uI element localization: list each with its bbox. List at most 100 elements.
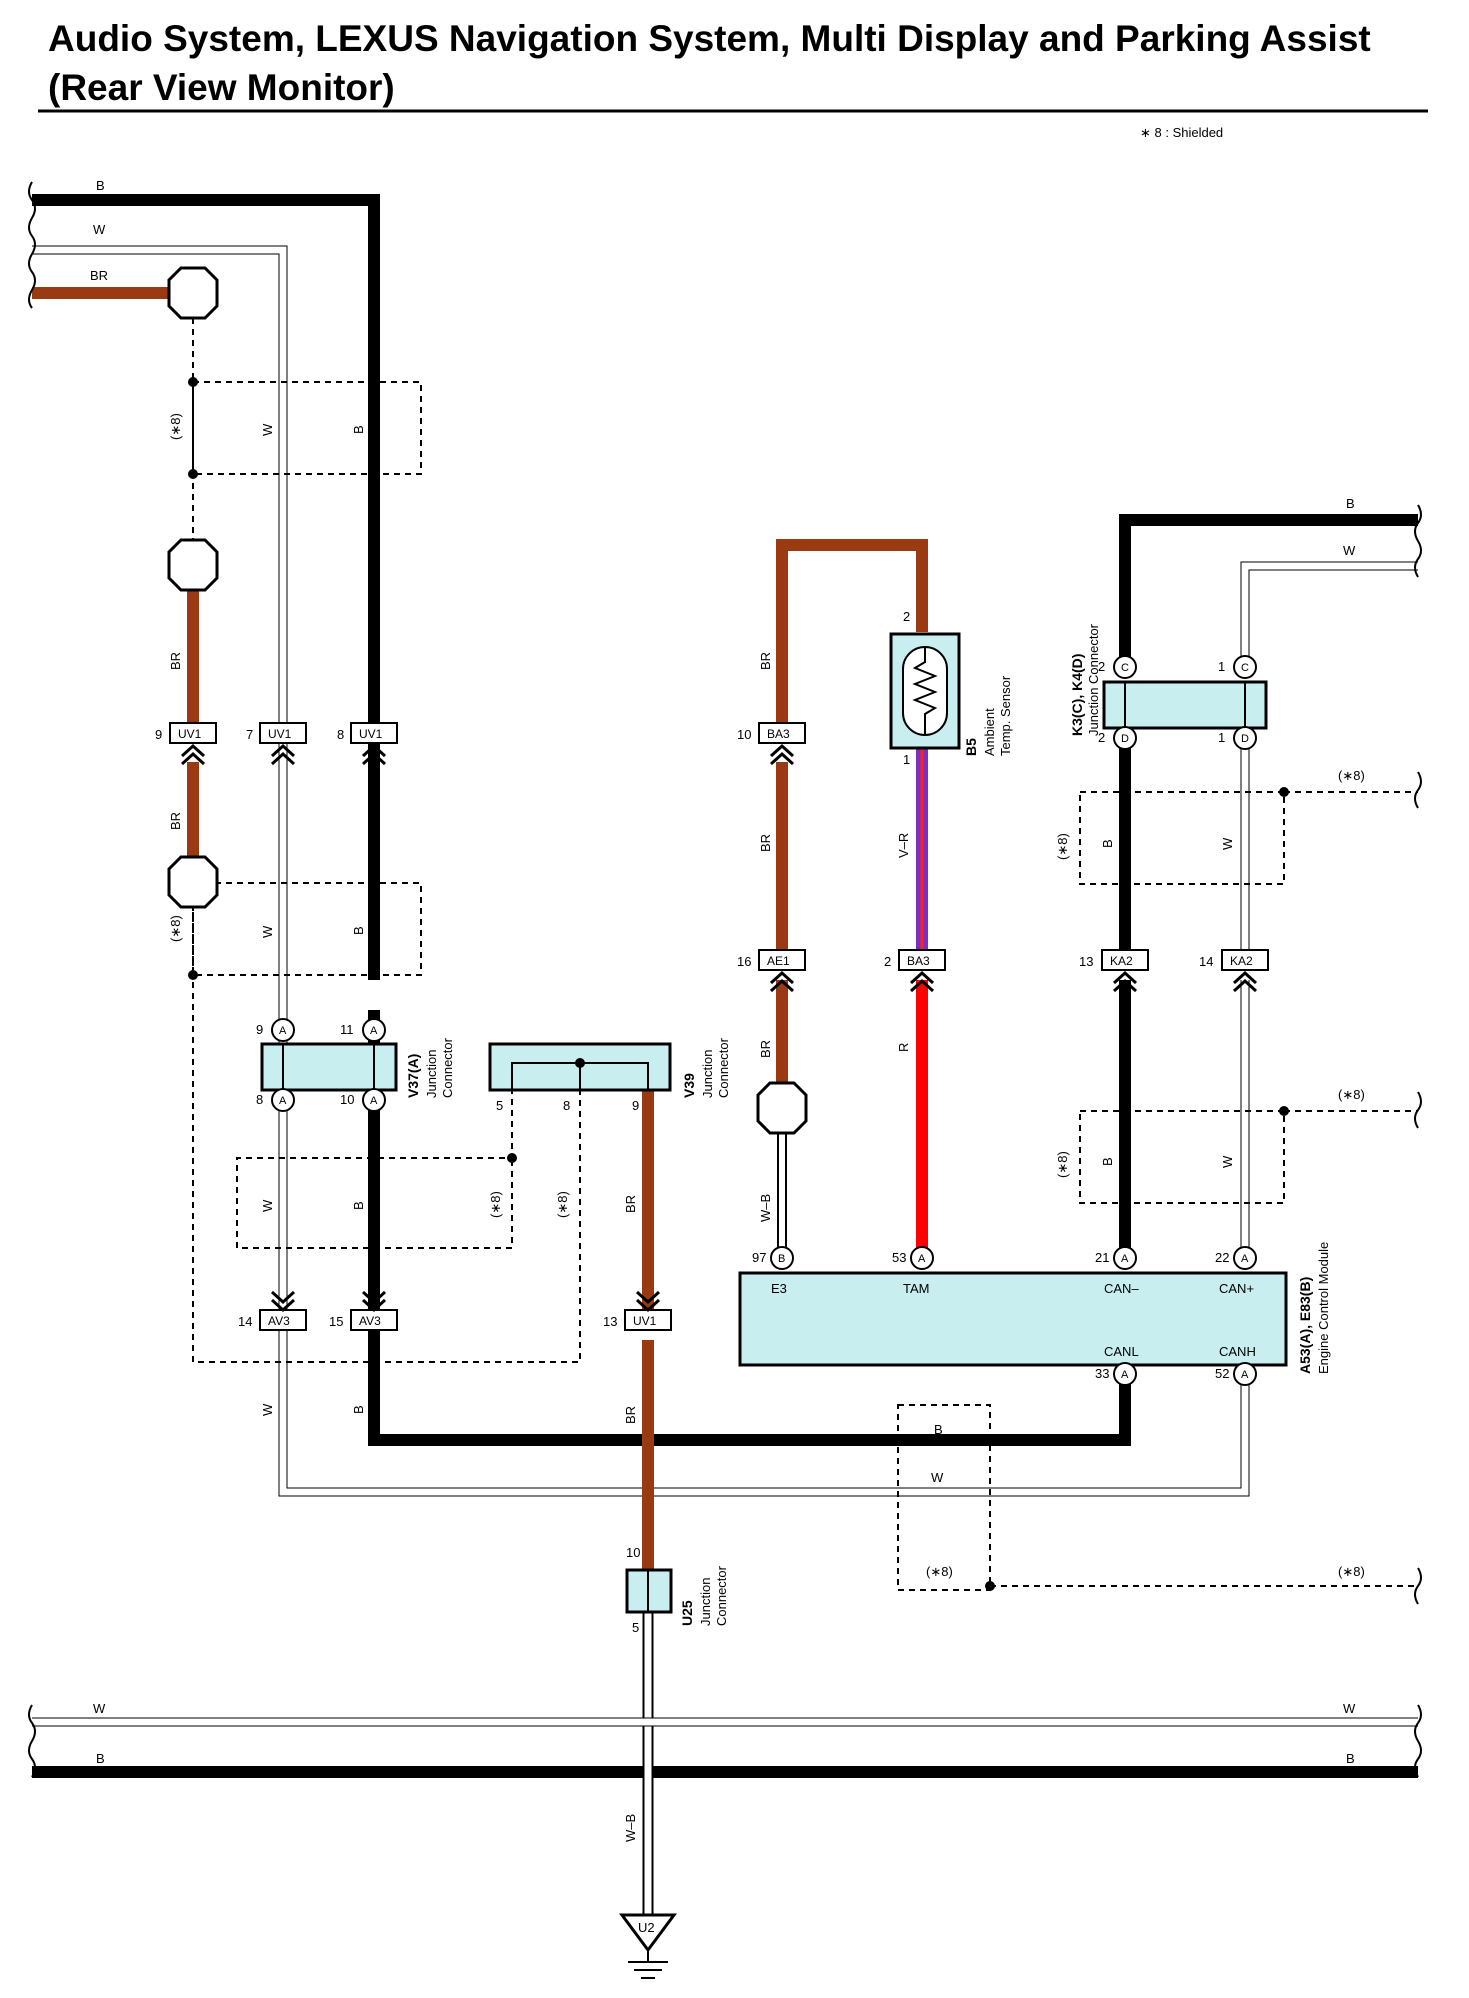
svg-text:BR: BR	[623, 1195, 638, 1213]
svg-text:W: W	[260, 423, 275, 436]
wire-b-v37-down	[368, 1010, 1131, 1446]
svg-text:V39: V39	[681, 1073, 697, 1098]
svg-text:13: 13	[1079, 954, 1093, 969]
shield-box-6	[897, 1404, 991, 1591]
svg-text:Temp. Sensor: Temp. Sensor	[998, 675, 1013, 756]
wire-w-top-left-core	[32, 246, 1249, 1496]
svg-text:C: C	[1121, 662, 1129, 674]
svg-text:W: W	[931, 1470, 944, 1485]
svg-text:11: 11	[340, 1022, 354, 1037]
u2-label: U2	[638, 1920, 655, 1935]
svg-text:R: R	[896, 1043, 911, 1052]
svg-text:(∗8): (∗8)	[1338, 768, 1365, 783]
svg-text:1: 1	[1218, 730, 1225, 745]
svg-text:TAM: TAM	[903, 1281, 929, 1296]
svg-text:2: 2	[1098, 730, 1105, 745]
page-title: Audio System, LEXUS Navigation System, M…	[48, 18, 1371, 108]
svg-text:A: A	[1121, 1253, 1129, 1265]
svg-text:CANH: CANH	[1219, 1344, 1256, 1359]
shield-box-1	[192, 381, 422, 475]
svg-text:W: W	[1220, 1155, 1235, 1168]
svg-text:W–B: W–B	[623, 1814, 638, 1842]
svg-text:8: 8	[256, 1092, 263, 1107]
pin-numbers: 9 7 8 9 11 8 10 5 8 9 14 15 13 10 16 2 2…	[155, 609, 1229, 1635]
svg-text:A: A	[279, 1095, 287, 1107]
wire-color-labels: B W BR B W W B W B B W (∗8) (∗8) (∗8) (∗…	[90, 178, 1365, 1842]
wire-b-top-right	[1119, 514, 1418, 662]
shield-boxes	[192, 381, 1418, 1591]
shield-note: ∗ 8 : Shielded	[1140, 125, 1223, 140]
svg-text:16: 16	[737, 954, 751, 969]
svg-text:53: 53	[892, 1250, 906, 1265]
svg-text:1: 1	[903, 752, 910, 767]
svg-text:A: A	[370, 1025, 378, 1037]
ground-icon	[619, 1913, 677, 1979]
svg-text:(∗8): (∗8)	[168, 413, 183, 440]
svg-text:BR: BR	[168, 812, 183, 830]
svg-text:52: 52	[1215, 1366, 1229, 1381]
k3-k4-junction-connector	[1102, 680, 1268, 730]
uv1-right-label: UV1	[359, 727, 383, 741]
svg-text:Junction: Junction	[424, 1050, 439, 1098]
svg-text:Junction Connector: Junction Connector	[1086, 623, 1101, 736]
svg-text:B: B	[778, 1253, 785, 1265]
svg-text:A: A	[279, 1025, 287, 1037]
ecm-pin-names: E3 TAM CAN– CAN+ CANL CANH	[771, 1281, 1256, 1359]
connector-chevrons	[180, 743, 1258, 1313]
svg-text:5: 5	[632, 1620, 639, 1635]
svg-text:CANL: CANL	[1104, 1344, 1139, 1359]
svg-text:W: W	[1343, 1701, 1356, 1716]
svg-text:B: B	[351, 926, 366, 935]
svg-text:Ambient: Ambient	[982, 708, 997, 756]
svg-text:A: A	[1121, 1369, 1129, 1381]
shield-line-left-mid	[192, 905, 581, 1363]
svg-text:B: B	[96, 178, 105, 193]
wire-break-marks	[28, 181, 1422, 1778]
splice-br-mid	[167, 538, 219, 592]
component-labels: V37(A) Junction Connector V39 Junction C…	[405, 623, 1331, 1626]
svg-text:21: 21	[1095, 1250, 1109, 1265]
svg-text:(∗8): (∗8)	[1338, 1564, 1365, 1579]
svg-text:2: 2	[884, 954, 891, 969]
svg-text:BR: BR	[758, 652, 773, 670]
terminal-letters: A A A A C C D D B A A A A A	[279, 662, 1249, 1381]
splice-br-ae1	[756, 1081, 808, 1135]
svg-text:W: W	[260, 1199, 275, 1212]
svg-text:B: B	[96, 1751, 105, 1766]
svg-text:V37(A): V37(A)	[405, 1054, 421, 1098]
uv1-mid-label: UV1	[268, 727, 292, 741]
svg-text:33: 33	[1095, 1366, 1109, 1381]
svg-text:(∗8): (∗8)	[555, 1191, 570, 1218]
svg-text:V–R: V–R	[896, 833, 911, 858]
svg-text:13: 13	[603, 1314, 617, 1329]
svg-text:15: 15	[329, 1314, 343, 1329]
svg-text:K3(C), K4(D): K3(C), K4(D)	[1069, 654, 1085, 736]
svg-text:Connector: Connector	[716, 1037, 731, 1098]
svg-text:1: 1	[1218, 659, 1225, 674]
ba3-10-label: BA3	[767, 727, 790, 741]
av3-15-label: AV3	[359, 1314, 381, 1328]
svg-text:(∗8): (∗8)	[168, 915, 183, 942]
svg-text:B5: B5	[963, 738, 979, 756]
svg-text:14: 14	[1199, 954, 1213, 969]
svg-text:A53(A), E83(B): A53(A), E83(B)	[1297, 1277, 1313, 1374]
terminal-circles	[271, 655, 1257, 1386]
svg-text:D: D	[1121, 733, 1129, 745]
svg-text:10: 10	[626, 1545, 640, 1560]
svg-text:W: W	[93, 222, 106, 237]
shield-box-2	[192, 882, 422, 976]
svg-text:W: W	[260, 925, 275, 938]
svg-text:B: B	[351, 425, 366, 434]
av3-14-label: AV3	[268, 1314, 290, 1328]
uv1-left-label: UV1	[178, 727, 202, 741]
svg-text:W: W	[1343, 543, 1356, 558]
svg-text:B: B	[1100, 1157, 1115, 1166]
thermistor-icon	[912, 647, 938, 735]
svg-text:BR: BR	[90, 268, 108, 283]
svg-text:2: 2	[903, 609, 910, 624]
svg-text:A: A	[370, 1095, 378, 1107]
svg-text:Connector: Connector	[440, 1037, 455, 1098]
svg-text:W–B: W–B	[758, 1194, 773, 1222]
svg-text:E3: E3	[771, 1281, 787, 1296]
